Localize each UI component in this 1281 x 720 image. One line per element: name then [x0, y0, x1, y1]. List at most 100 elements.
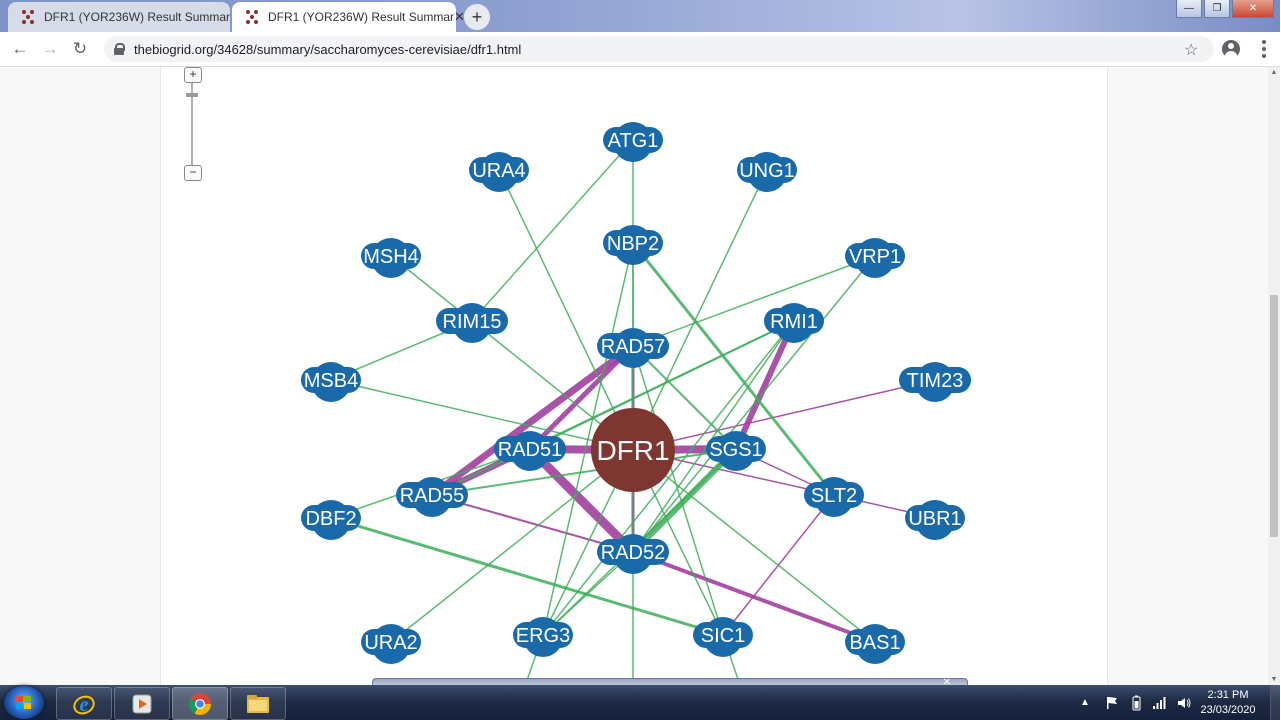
- node-circle[interactable]: [311, 362, 351, 402]
- taskbar-internet-explorer[interactable]: e: [56, 687, 112, 720]
- node-label: VRP1: [849, 246, 901, 268]
- scroll-up-arrow-icon[interactable]: ▲: [1270, 69, 1278, 76]
- node-circle[interactable]: [915, 362, 955, 402]
- node-nbp2[interactable]: NBP2: [603, 225, 663, 265]
- node-circle[interactable]: [479, 152, 519, 192]
- taskbar-media-player[interactable]: [114, 687, 170, 720]
- node-circle[interactable]: [814, 477, 854, 517]
- node-circle[interactable]: [371, 238, 411, 278]
- node-ura4[interactable]: URA4: [469, 152, 529, 192]
- zoom-track[interactable]: [191, 75, 193, 171]
- forward-arrow-icon[interactable]: →: [41, 39, 59, 58]
- node-rad51[interactable]: RAD51: [494, 431, 566, 471]
- node-rim15[interactable]: RIM15: [436, 303, 508, 343]
- node-circle[interactable]: [774, 303, 814, 343]
- node-rmi1[interactable]: RMI1: [764, 303, 824, 343]
- node-sgs1[interactable]: SGS1: [706, 431, 766, 471]
- zoom-in-button[interactable]: +: [184, 67, 202, 83]
- battery-icon[interactable]: [1128, 695, 1144, 711]
- node-circle[interactable]: [371, 624, 411, 664]
- popup-close-icon[interactable]: ✕: [942, 677, 951, 688]
- node-circle[interactable]: [311, 500, 351, 540]
- page-scrollbar[interactable]: ▲ ▼: [1268, 67, 1280, 685]
- volume-icon[interactable]: [1176, 695, 1192, 711]
- scrollbar-thumb[interactable]: [1270, 295, 1278, 537]
- node-dbf2[interactable]: DBF2: [301, 500, 361, 540]
- zoom-out-button[interactable]: −: [184, 165, 202, 181]
- close-window-button[interactable]: ✕: [1232, 0, 1274, 18]
- node-circle[interactable]: [915, 500, 955, 540]
- show-desktop-button[interactable]: [1270, 685, 1281, 720]
- node-vrp1[interactable]: VRP1: [845, 238, 905, 278]
- node-circle[interactable]: [855, 238, 895, 278]
- node-circle[interactable]: [613, 225, 653, 265]
- node-circle[interactable]: [412, 477, 452, 517]
- node-label: URA4: [472, 160, 525, 182]
- node-sic1[interactable]: SIC1: [693, 617, 753, 657]
- taskbar-chrome[interactable]: [172, 687, 228, 720]
- node-circle[interactable]: [613, 534, 653, 574]
- maximize-button[interactable]: ❐: [1204, 0, 1230, 18]
- node-circle[interactable]: [523, 617, 563, 657]
- node-slt2[interactable]: SLT2: [804, 477, 864, 517]
- node-circle[interactable]: [613, 328, 653, 368]
- edge-rad57-rad51: [527, 343, 636, 452]
- node-label: UNG1: [739, 160, 795, 182]
- edge-bas1-rad52: [631, 550, 877, 644]
- node-msb4[interactable]: MSB4: [301, 362, 361, 402]
- lock-icon[interactable]: [114, 43, 125, 55]
- node-atg1[interactable]: ATG1: [603, 122, 663, 162]
- address-bar[interactable]: thebiogrid.org/34628/summary/saccharomyc…: [104, 36, 1214, 62]
- node-circle[interactable]: [703, 617, 743, 657]
- tab-dfr1-result-summary-2[interactable]: DFR1 (YOR236W) Result Summar ✕: [232, 2, 465, 32]
- node-bas1[interactable]: BAS1: [845, 624, 905, 664]
- minimize-button[interactable]: —: [1176, 0, 1202, 18]
- tab-title: DFR1 (YOR236W) Result Summar: [268, 10, 455, 24]
- tab-close-icon[interactable]: ✕: [454, 9, 465, 24]
- bookmark-star-icon[interactable]: ☆: [1184, 42, 1199, 59]
- reload-icon[interactable]: ↻: [72, 39, 88, 58]
- node-ung1[interactable]: UNG1: [737, 152, 797, 192]
- start-button[interactable]: [4, 686, 44, 719]
- node-tim23[interactable]: TIM23: [899, 362, 971, 402]
- node-rad52[interactable]: RAD52: [597, 534, 669, 574]
- edge-msb4-dfr1: [330, 379, 634, 451]
- edge-vrp1-rad52: [632, 255, 876, 553]
- node-circle[interactable]: [613, 122, 653, 162]
- biogrid-favicon-icon: [246, 10, 260, 24]
- edge-rad57-sic1: [632, 345, 724, 636]
- node-label: RAD57: [601, 336, 665, 358]
- node-rad55[interactable]: RAD55: [396, 477, 468, 517]
- kebab-menu-icon[interactable]: [1262, 40, 1266, 58]
- node-rad57[interactable]: RAD57: [597, 328, 669, 368]
- node-ubr1[interactable]: UBR1: [905, 500, 965, 540]
- zoom-handle[interactable]: [186, 93, 198, 97]
- taskbar-file-explorer[interactable]: [230, 687, 286, 720]
- edge-rad55-sgs1: [431, 448, 737, 496]
- back-arrow-icon[interactable]: ←: [11, 39, 29, 58]
- node-dfr1[interactable]: DFR1: [591, 408, 675, 492]
- edge-ung1-dfr1: [632, 169, 768, 451]
- tab-dfr1-result-summary-1[interactable]: DFR1 (YOR236W) Result Summar ✕: [8, 2, 241, 32]
- node-circle[interactable]: [452, 303, 492, 343]
- action-center-flag-icon[interactable]: [1104, 695, 1120, 711]
- node-label: SGS1: [709, 439, 762, 461]
- new-tab-button[interactable]: +: [464, 4, 490, 30]
- scroll-down-arrow-icon[interactable]: ▼: [1270, 676, 1278, 683]
- taskbar-clock[interactable]: 2:31 PM 23/03/2020: [1196, 688, 1260, 718]
- url-text[interactable]: thebiogrid.org/34628/summary/saccharomyc…: [134, 41, 522, 57]
- node-msh4[interactable]: MSH4: [361, 238, 421, 278]
- node-circle[interactable]: [510, 431, 550, 471]
- node-circle[interactable]: [855, 624, 895, 664]
- show-hidden-icons-icon[interactable]: ▲: [1080, 696, 1090, 708]
- chrome-icon: [189, 692, 211, 715]
- network-signal-icon[interactable]: [1152, 695, 1168, 711]
- node-circle[interactable]: [747, 152, 787, 192]
- account-icon[interactable]: [1222, 40, 1240, 61]
- zoom-slider[interactable]: + −: [184, 67, 202, 187]
- node-erg3[interactable]: ERG3: [513, 617, 573, 657]
- node-circle[interactable]: [716, 431, 756, 471]
- node-ura2[interactable]: URA2: [361, 624, 421, 664]
- node-dfr1-circle[interactable]: [591, 408, 675, 492]
